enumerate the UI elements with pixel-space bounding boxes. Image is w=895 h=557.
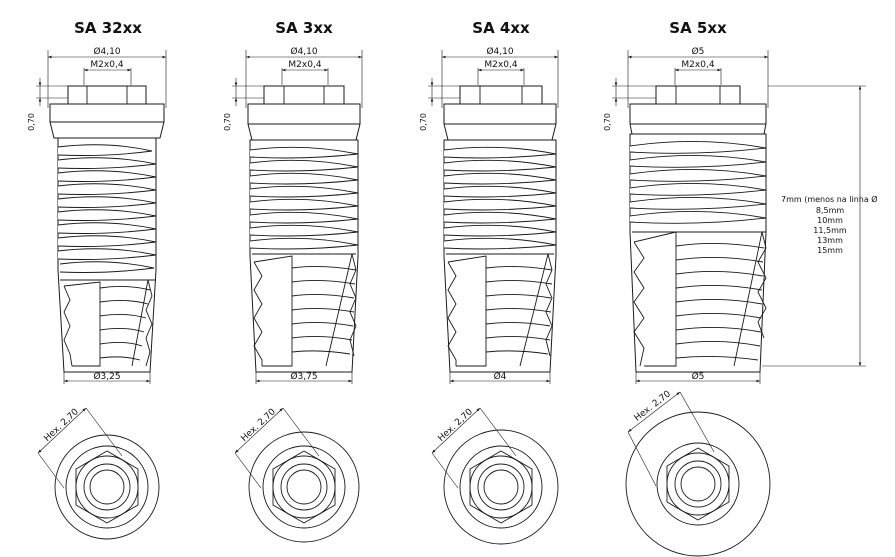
thread-set — [57, 144, 157, 361]
top-view: Hex. 2,70 — [234, 407, 360, 543]
collar-height-label: 0,70 — [223, 113, 232, 131]
outer-circle — [248, 431, 360, 543]
hex-connection — [655, 85, 741, 105]
collar-height-label: 0,70 — [419, 113, 428, 131]
hex-size-label: Hex. 2,70 — [239, 407, 278, 444]
length-annotation: 7mm (menos na linha Ø 8,5mm 10mm 11,5mm … — [781, 194, 878, 255]
hexagon — [666, 447, 730, 521]
top-view: Hex. 2,70 — [37, 407, 160, 540]
outer-circle — [625, 411, 771, 557]
outer-circle — [443, 429, 559, 545]
length-value: 8,5mm — [816, 206, 845, 215]
implant-collar — [629, 103, 767, 135]
implant-sa4xx: SA 4xx Ø4,10 M2x0,4 0,70 — [419, 19, 559, 545]
outer-circle — [54, 434, 160, 540]
implant-title: SA 4xx — [472, 19, 530, 37]
apex-diameter-label: Ø4 — [494, 371, 507, 382]
hexagon — [469, 450, 533, 524]
length-value: 15mm — [817, 246, 843, 255]
length-value: 11,5mm — [813, 226, 847, 235]
implant-collar — [247, 103, 361, 141]
apex-diameter-label: Ø5 — [692, 371, 705, 382]
implant-sa32xx: SA 32xx Ø4,10 M2x0,4 0,70 — [27, 19, 167, 540]
top-view: Hex. 2,70 — [625, 389, 771, 557]
hexagon — [75, 450, 139, 524]
screw-thread-label: M2x0,4 — [90, 60, 123, 70]
platform-diameter-label: Ø5 — [692, 46, 705, 57]
implant-collar — [49, 103, 165, 139]
screw-thread-label: M2x0,4 — [288, 60, 321, 70]
hex-connection — [263, 85, 345, 105]
platform-circle — [459, 445, 543, 529]
platform-circle — [656, 442, 740, 526]
collar-height-label: 0,70 — [27, 113, 36, 131]
thread-set — [443, 146, 557, 355]
platform-diameter-label: Ø4,10 — [93, 46, 120, 57]
hex-size-label: Hex. 2,70 — [42, 407, 81, 444]
thread-set — [629, 141, 767, 361]
hex-connection — [459, 85, 543, 105]
platform-diameter-label: Ø4,10 — [290, 46, 317, 57]
apex-diameter-label: Ø3,25 — [93, 371, 120, 382]
length-heading: 7mm (menos na linha Ø — [781, 194, 878, 204]
implant-title: SA 5xx — [669, 19, 727, 37]
hex-connection — [67, 85, 147, 105]
implant-title: SA 3xx — [275, 19, 333, 37]
top-view: Hex. 2,70 — [431, 407, 559, 545]
thread-set — [249, 146, 359, 355]
screw-thread-label: M2x0,4 — [484, 60, 517, 70]
collar-height-label: 0,70 — [603, 113, 612, 131]
implant-sa3xx: SA 3xx Ø4,10 M2x0,4 0,70 — [223, 19, 363, 543]
length-value: 13mm — [817, 236, 843, 245]
hex-size-label: Hex. 2,70 — [436, 407, 475, 444]
platform-circle — [65, 445, 149, 529]
screw-thread-label: M2x0,4 — [681, 60, 714, 70]
hexagon — [272, 450, 336, 524]
platform-circle — [262, 445, 346, 529]
hex-size-label: Hex. 2,70 — [633, 389, 673, 424]
length-value: 10mm — [817, 216, 843, 225]
platform-diameter-label: Ø4,10 — [486, 46, 513, 57]
apex-diameter-label: Ø3,75 — [290, 371, 317, 382]
implant-sa5xx: SA 5xx Ø5 M2x0,4 0,70 — [603, 19, 866, 557]
implant-title: SA 32xx — [74, 19, 142, 37]
implant-collar — [443, 103, 557, 141]
